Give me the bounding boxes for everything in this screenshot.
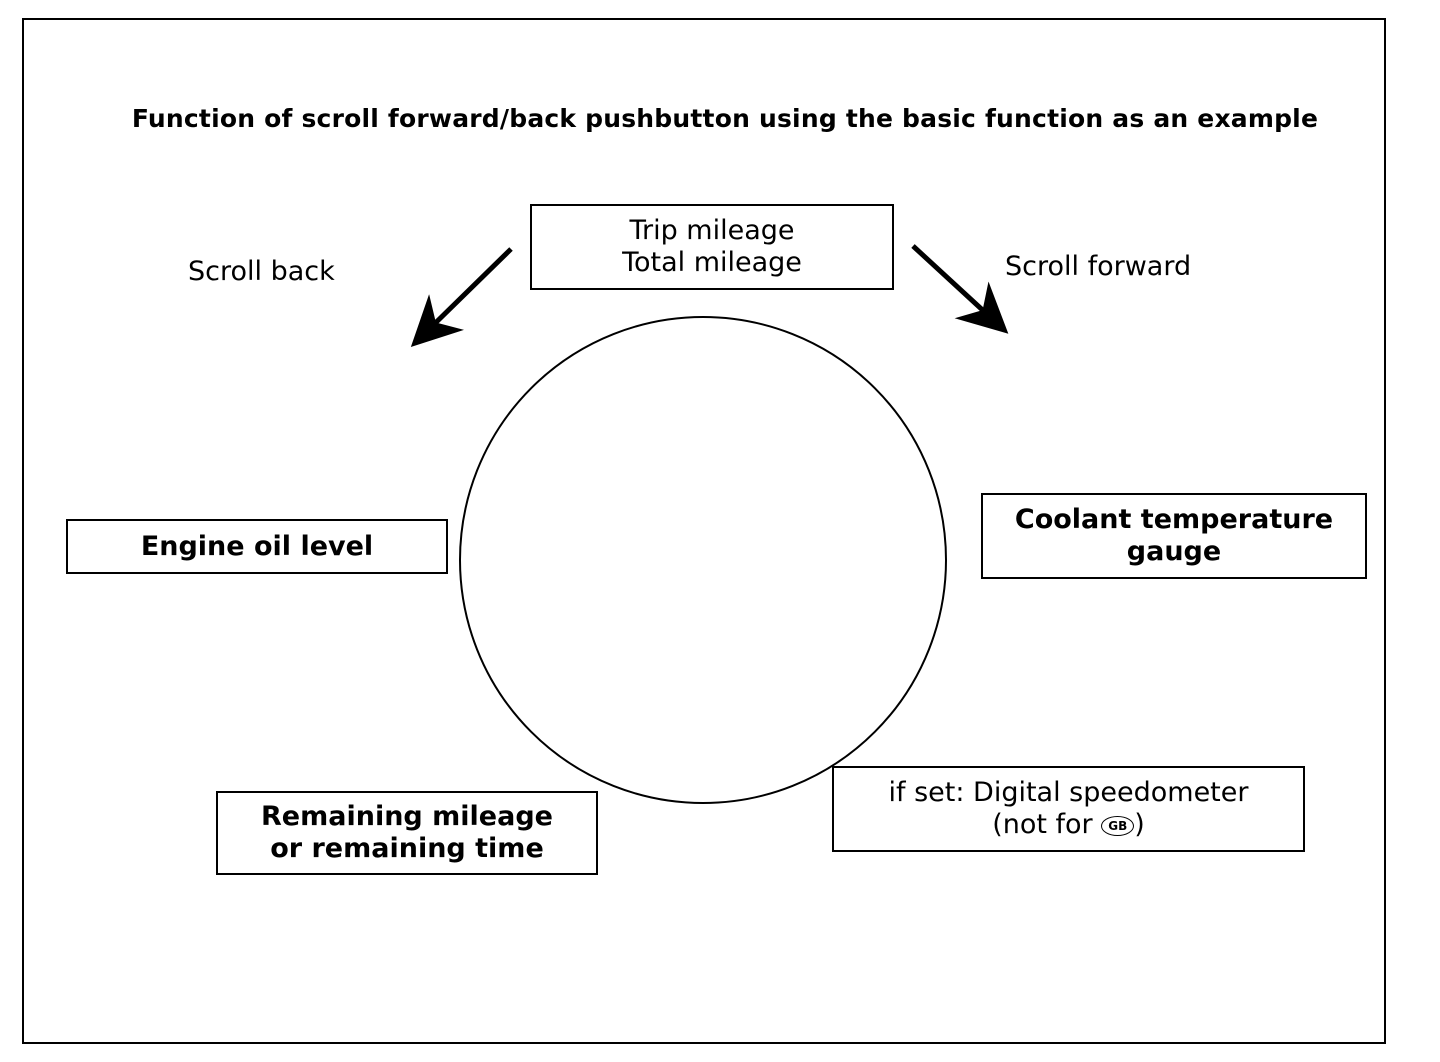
not-for-prefix: (not for: [992, 809, 1102, 840]
digital-speedometer-box: if set: Digital speedometer (not for GB): [832, 766, 1305, 852]
remaining-mileage-text: Remaining mileage: [261, 801, 553, 832]
coolant-temperature-box: Coolant temperature gauge: [981, 493, 1367, 579]
arrow-down-right-icon: [911, 244, 1009, 334]
gb-country-badge-icon: GB: [1101, 816, 1135, 836]
trip-mileage-text: Trip mileage: [629, 215, 795, 246]
remaining-time-text: or remaining time: [270, 833, 544, 864]
digital-speedometer-text: if set: Digital speedometer: [888, 777, 1249, 808]
cycle-circle: [459, 316, 947, 804]
coolant-temperature-text: Coolant temperature: [1014, 504, 1334, 535]
engine-oil-level-box: Engine oil level: [66, 519, 448, 574]
gauge-text: gauge: [1126, 536, 1222, 567]
total-mileage-text: Total mileage: [622, 247, 802, 278]
diagram-title: Function of scroll forward/back pushbutt…: [131, 104, 1319, 133]
remaining-mileage-box: Remaining mileage or remaining time: [216, 791, 598, 875]
scroll-forward-label: Scroll forward: [1005, 251, 1192, 282]
arrow-down-left-icon: [410, 247, 513, 347]
diagram-frame: [22, 18, 1386, 1044]
trip-total-mileage-box: Trip mileage Total mileage: [530, 204, 894, 290]
not-for-suffix: ): [1134, 809, 1145, 840]
scroll-back-label: Scroll back: [188, 256, 335, 287]
not-for-gb-text: (not for GB): [889, 809, 1249, 841]
engine-oil-level-text: Engine oil level: [140, 530, 374, 562]
